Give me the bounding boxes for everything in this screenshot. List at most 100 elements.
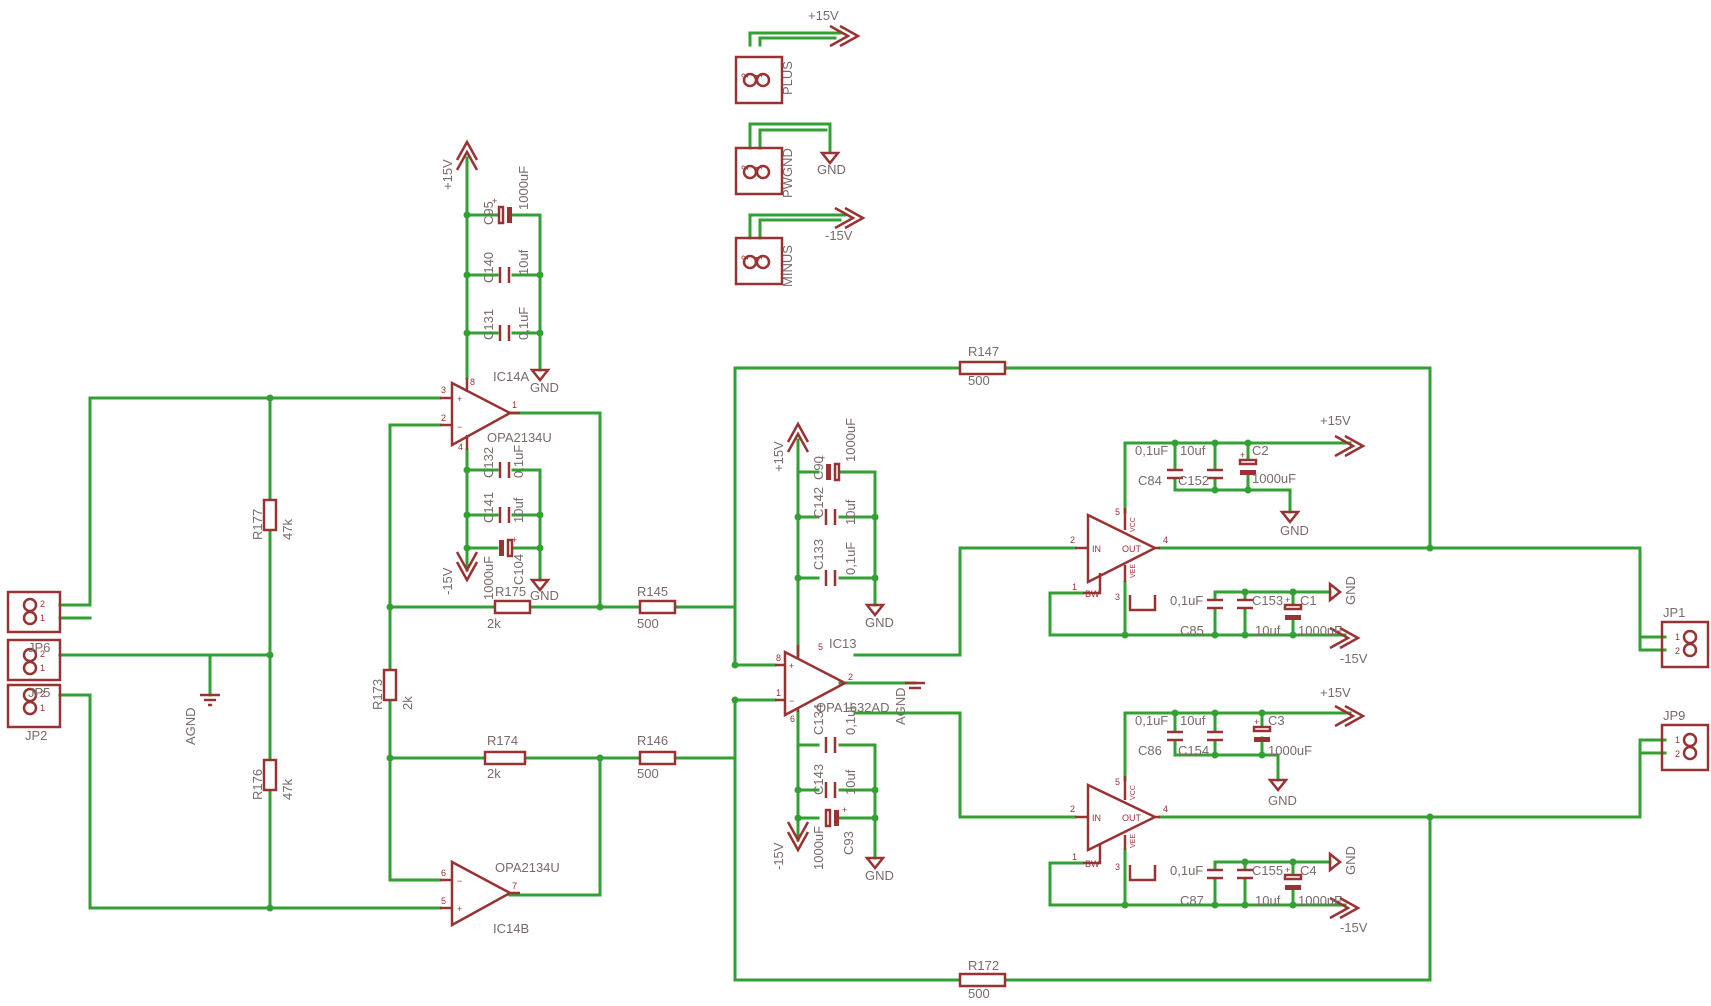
svg-text:+: +: [1285, 595, 1290, 605]
svg-text:GND: GND: [530, 588, 559, 603]
svg-text:-15V: -15V: [825, 228, 853, 243]
svg-text:C4: C4: [1300, 863, 1317, 878]
svg-text:1: 1: [1072, 582, 1077, 592]
svg-text:1000uF: 1000uF: [1252, 471, 1296, 486]
svg-text:10uf: 10uf: [1255, 623, 1281, 638]
svg-text:GND: GND: [865, 868, 894, 883]
svg-text:2: 2: [40, 689, 45, 699]
svg-text:1: 1: [776, 688, 781, 698]
svg-text:0,1uF: 0,1uF: [1170, 863, 1203, 878]
resistor-r147: R147 500: [958, 344, 1007, 388]
resistor-r145: R145 500: [637, 584, 677, 631]
ic13-pos-supply-flag: +15V: [771, 421, 810, 472]
svg-text:2: 2: [1070, 535, 1075, 545]
connector-pwgnd-label: PWGND: [780, 148, 795, 198]
ic14-pos-supply-flag: +15V: [440, 139, 479, 190]
svg-text:3: 3: [441, 385, 446, 395]
connector-plus-label: PLUS: [780, 61, 795, 95]
amp2-gnd-right: GND: [1328, 846, 1358, 875]
capacitor-c86: 0,1uF C86: [1135, 713, 1183, 758]
svg-text:6: 6: [441, 868, 446, 878]
capacitor-c87: 0,1uF C87: [1170, 863, 1223, 908]
svg-text:1000uF: 1000uF: [1298, 893, 1342, 908]
svg-text:R147: R147: [968, 344, 999, 359]
svg-text:2: 2: [740, 165, 750, 170]
svg-text:2: 2: [1070, 804, 1075, 814]
svg-text:GND: GND: [1343, 576, 1358, 605]
capacitor-c140: C140 10uf: [481, 249, 531, 283]
svg-text:C152: C152: [1178, 473, 1209, 488]
svg-text:IN: IN: [1092, 544, 1101, 554]
svg-text:4: 4: [458, 442, 463, 452]
capacitor-c93: + C93 1000uF: [811, 805, 856, 870]
svg-text:+: +: [512, 535, 517, 545]
amp1-pos-supply-flag: +15V: [1320, 413, 1366, 458]
svg-text:1: 1: [40, 613, 45, 623]
capacitor-c154: 10uf C154: [1178, 713, 1223, 758]
capacitor-c155: C155 10uf: [1237, 863, 1283, 908]
svg-text:1: 1: [754, 73, 764, 78]
pos-net-label: +15V: [808, 8, 839, 23]
svg-text:C131: C131: [481, 309, 496, 340]
neg-supply-flag-top: -15V: [825, 206, 866, 243]
svg-text:1000uF: 1000uF: [1298, 623, 1342, 638]
ic14-gnd-bottom: GND: [529, 578, 559, 603]
connector-jp9: 1 2 JP9: [1660, 708, 1710, 772]
svg-text:C134: C134: [811, 704, 826, 735]
svg-text:IC14B: IC14B: [493, 921, 529, 936]
resistor-r173: R173 2k: [370, 668, 415, 710]
svg-text:+15V: +15V: [1320, 413, 1351, 428]
svg-text:C95: C95: [481, 201, 496, 225]
svg-text:BW: BW: [1085, 859, 1100, 869]
ic14-gnd-top: GND: [529, 368, 559, 395]
capacitor-c142: C142 10uf: [811, 487, 858, 525]
svg-text:JP1: JP1: [1663, 605, 1685, 620]
svg-text:3: 3: [1115, 592, 1120, 602]
svg-text:+: +: [1240, 450, 1245, 460]
resistor-r177: R177 47k: [250, 498, 295, 540]
svg-text:1000uF: 1000uF: [811, 826, 826, 870]
svg-text:C153: C153: [1252, 593, 1283, 608]
svg-text:1000uF: 1000uF: [516, 166, 531, 210]
svg-text:2: 2: [848, 672, 853, 682]
resistor-r172: R172 500: [958, 958, 1007, 1001]
svg-text:C87: C87: [1180, 893, 1204, 908]
svg-text:10uf: 10uf: [516, 249, 531, 275]
capacitor-c1: + C1 1000uF: [1283, 593, 1342, 638]
connector-jp2: 2 1 JP2: [6, 590, 62, 743]
capacitor-c131: C131 0,1uF: [481, 307, 531, 341]
svg-text:0,1uF: 0,1uF: [843, 702, 858, 735]
gnd-symbol-pwgnd: GND: [817, 151, 846, 177]
svg-text:2: 2: [40, 599, 45, 609]
svg-text:C154: C154: [1178, 743, 1209, 758]
capacitor-c104: + C104 1000uF: [481, 535, 526, 600]
svg-text:C141: C141: [481, 492, 496, 523]
svg-text:3: 3: [1115, 862, 1120, 872]
agnd-symbol: AGND: [183, 693, 220, 745]
svg-text:C133: C133: [811, 539, 826, 570]
amp1-neg-supply-flag: -15V: [1329, 626, 1368, 666]
svg-text:5: 5: [441, 896, 446, 906]
svg-text:1: 1: [40, 663, 45, 673]
svg-text:-15V: -15V: [771, 842, 786, 870]
wires: [58, 31, 1667, 982]
svg-text:JP2: JP2: [25, 728, 47, 743]
svg-text:R175: R175: [495, 584, 526, 599]
svg-text:5: 5: [1115, 777, 1120, 787]
capacitor-c132: C132 0,1uF: [481, 445, 526, 478]
svg-text:500: 500: [968, 373, 990, 388]
svg-text:-15V: -15V: [1340, 651, 1368, 666]
connector-jp5: 2 1 JP5: [6, 683, 62, 729]
opamp-ic14b: − + 6 5 7 IC14B OPA2134U: [440, 859, 560, 936]
svg-text:GND: GND: [1268, 793, 1297, 808]
svg-text:1: 1: [1675, 735, 1680, 745]
svg-text:+15V: +15V: [771, 441, 786, 472]
svg-text:C85: C85: [1180, 623, 1204, 638]
svg-text:-15V: -15V: [1340, 920, 1368, 935]
connector-jp6: 2 1 JP6: [6, 638, 62, 682]
svg-text:8: 8: [470, 377, 475, 387]
svg-text:C143: C143: [811, 764, 826, 795]
svg-text:AGND: AGND: [183, 707, 198, 745]
svg-text:0,1uF: 0,1uF: [1135, 713, 1168, 728]
